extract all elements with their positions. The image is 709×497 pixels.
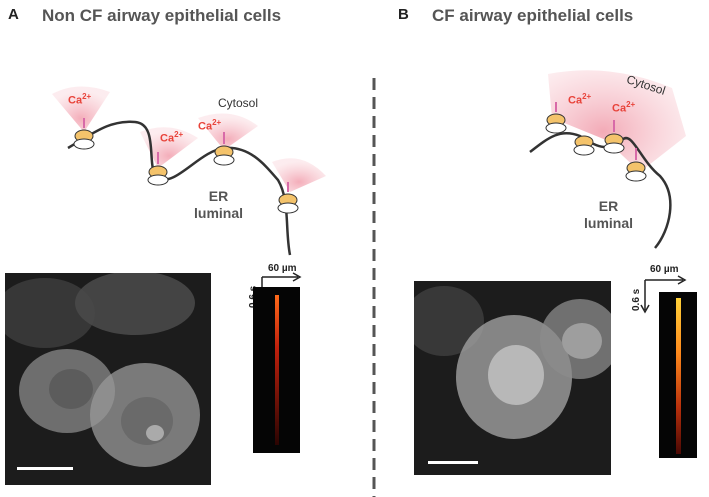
- ip3-receptor-icon: [277, 193, 299, 214]
- calcium-plume: [198, 113, 258, 150]
- calcium-plume: [140, 127, 198, 168]
- er-membrane: [67, 120, 292, 256]
- kymograph-space-scale: 60 µm: [650, 264, 679, 275]
- kymograph-cf-image: [659, 292, 697, 458]
- scale-bar: [17, 467, 73, 470]
- er-lumen-label: ER luminal: [584, 198, 633, 232]
- cytosol-label: Cytosol: [218, 96, 259, 110]
- scale-bar: [428, 461, 478, 464]
- calcium-plume: [52, 86, 110, 132]
- calcium-plume-merged: [548, 70, 686, 172]
- kymograph-space-scale: 60 µm: [268, 263, 297, 274]
- er-membrane: [529, 131, 672, 249]
- ip3-receptor-icon: [73, 129, 95, 150]
- er-label-line1: ER: [208, 188, 229, 204]
- ip3-receptor-icon: [573, 135, 595, 156]
- calcium-label: Ca2+: [198, 118, 222, 133]
- ip3-receptor-icon: [545, 113, 567, 134]
- calcium-label: Ca2+: [160, 130, 184, 145]
- ip3-receptor-icon: [603, 133, 625, 154]
- micrograph-non-cf: [5, 273, 211, 485]
- calcium-label: Ca2+: [68, 92, 92, 107]
- panel-a-letter: A: [8, 6, 19, 23]
- kymograph-non-cf-image: [253, 287, 300, 453]
- er-label-line1: ER: [598, 198, 619, 214]
- ip3-receptor-icon: [147, 165, 169, 186]
- calcium-label: Ca2+: [612, 100, 636, 115]
- er-lumen-label: ER luminal: [194, 188, 243, 222]
- er-label-line2: luminal: [584, 215, 634, 231]
- micrograph-cf-image: [414, 281, 611, 475]
- kymograph-cf: [659, 292, 697, 458]
- panel-a-title: Non CF airway epithelial cells: [42, 6, 282, 25]
- kymograph-non-cf: [253, 287, 300, 453]
- ip3-receptor-icon: [213, 145, 235, 166]
- calcium-label: Ca2+: [568, 92, 592, 107]
- er-label-line2: luminal: [194, 205, 244, 221]
- micrograph-non-cf-image: [5, 273, 211, 485]
- calcium-plume: [272, 158, 326, 192]
- panel-b-title: CF airway epithelial cells: [432, 6, 634, 25]
- panel-b-letter: B: [398, 6, 409, 23]
- micrograph-cf: [414, 281, 611, 475]
- ip3-receptor-icon: [625, 161, 647, 182]
